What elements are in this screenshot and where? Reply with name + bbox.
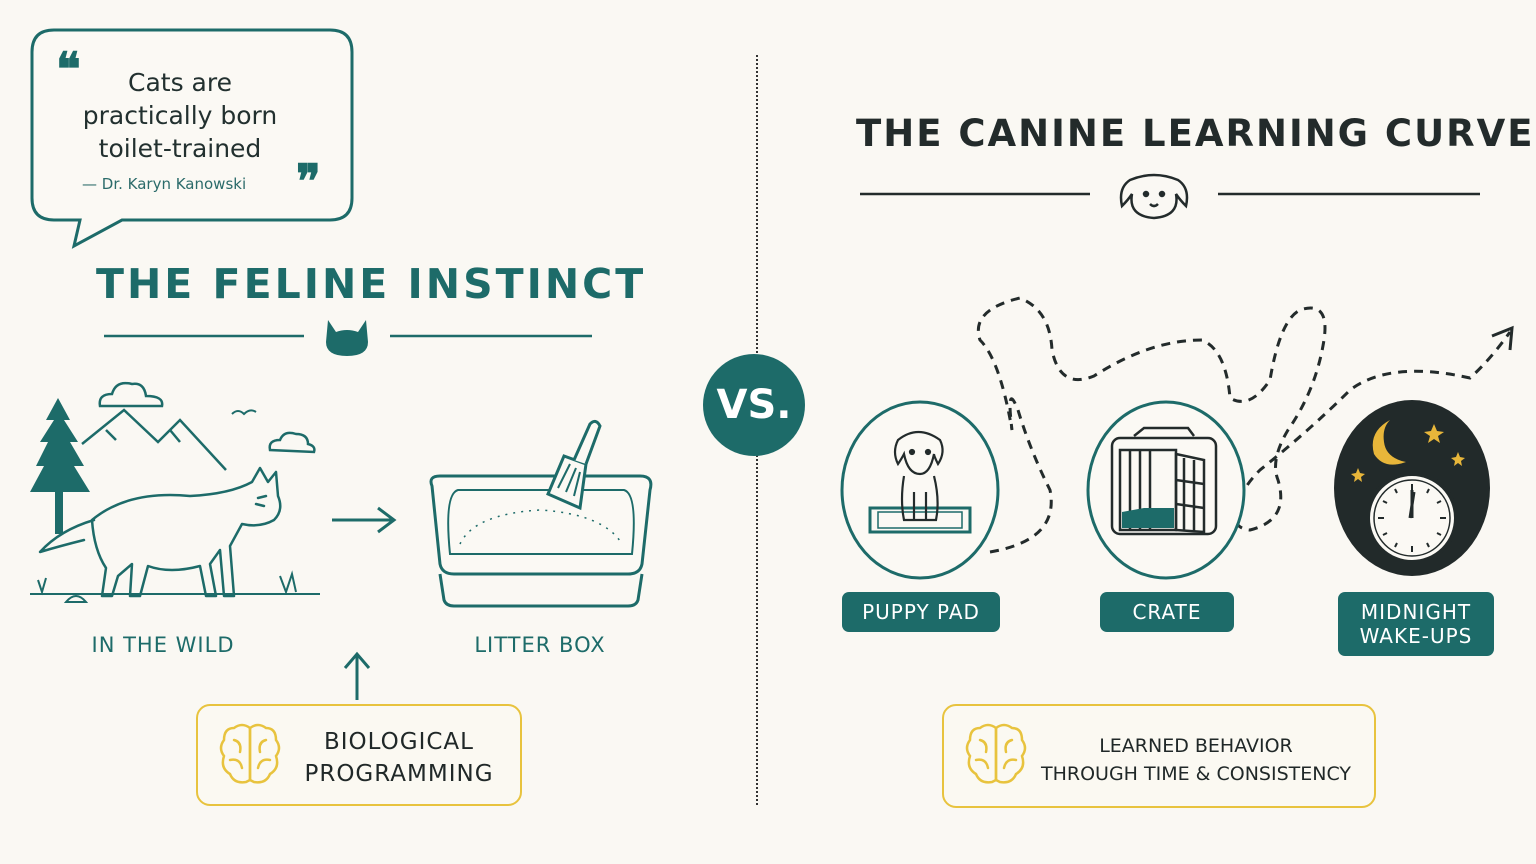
quote-bubble [30,28,360,253]
mountains-icon [81,408,227,471]
canine-title: THE CANINE LEARNING CURVE [856,112,1535,155]
quote-text: Cats are practically born toilet-trained [82,68,278,163]
dog-head-icon [1119,173,1189,220]
crate-icon [1110,426,1218,536]
stage-crate [1086,400,1246,580]
midnight-line-1: MIDNIGHT [1360,600,1472,624]
arrow-up-icon [343,651,371,700]
grass-icon [30,570,320,603]
stage-midnight [1334,400,1490,576]
stage-puppy-pad [840,400,1000,580]
feline-title: THE FELINE INSTINCT [96,260,647,308]
arrow-right-icon [332,506,397,534]
speech-bubble-outline [30,28,354,249]
dashed-path-icon [977,296,1514,554]
cat-head-icon [326,320,368,356]
stage-label-puppy-pad: PUPPY PAD [842,592,1000,632]
star-icon [1351,424,1465,482]
caption-litter-box: LITTER BOX [474,633,606,657]
box-line-2: PROGRAMMING [304,761,494,787]
clock-icon [1366,472,1458,564]
caption-in-the-wild: IN THE WILD [91,633,235,657]
biological-programming-text: BIOLOGICAL PROGRAMMING [294,726,504,790]
learned-behavior-box [942,704,1376,808]
moon-icon [1372,420,1406,465]
midnight-line-2: WAKE-UPS [1359,624,1473,648]
wild-scene [30,381,320,603]
box-line-1: LEARNED BEHAVIOR [1099,735,1293,757]
bird-icon [231,409,257,416]
litter-box-icon [429,419,653,608]
learned-behavior-text: LEARNED BEHAVIOR THROUGH TIME & CONSISTE… [1036,732,1356,788]
scoop-icon [546,419,602,511]
tree-icon [30,398,90,534]
cloud-icon [98,381,316,454]
box-line-2: THROUGH TIME & CONSISTENCY [1040,763,1352,785]
quote-open-icon: ❝ [56,42,81,96]
canine-title-divider [860,173,1480,220]
puppy-icon [868,430,972,534]
stage-label-midnight: MIDNIGHT WAKE-UPS [1338,592,1494,656]
brain-icon [965,723,1027,784]
brain-icon [219,723,281,784]
quote-close-icon: ❞ [296,154,321,208]
feline-title-divider [104,320,592,356]
vs-badge: VS. [703,354,805,456]
quote-author: — Dr. Karyn Kanowski [82,175,247,193]
box-line-1: BIOLOGICAL [324,729,474,755]
cat-walking-icon [38,466,282,598]
stage-label-crate: CRATE [1100,592,1234,632]
